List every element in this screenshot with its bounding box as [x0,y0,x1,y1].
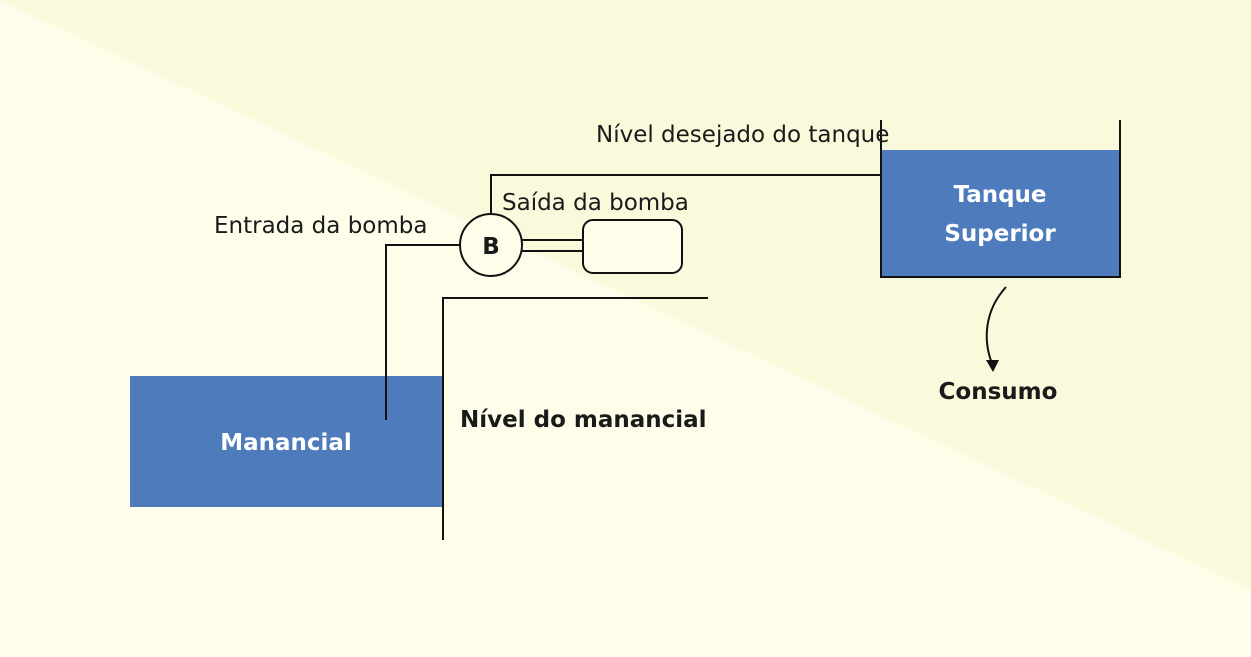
source-water [130,376,443,507]
background-stripe [0,0,1251,590]
pump-inlet-label: Entrada da bomba [214,213,427,239]
pump-outlet-pipe [490,174,881,214]
upper-tank-water [881,150,1120,277]
pump-outlet-label: Saída da bomba [502,190,689,216]
consumption-label: Consumo [939,379,1058,405]
pump: B [459,213,523,277]
upper-tank-level-label: Nível desejado do tanque [596,122,889,148]
upper-tank: Tanque Superior [880,120,1121,278]
consumption-arrow-head [986,360,999,372]
consumption-arrow-curve [985,286,1007,367]
source-level-label: Nível do manancial [460,407,707,433]
upper-tank-label-line2: Superior [944,221,1056,247]
upper-tank-label-line1: Tanque [953,182,1046,208]
pump-inlet-pipe [385,244,460,420]
upper-tank-walls [880,120,1121,278]
motor-icon [582,219,683,274]
curved-arrow-down-icon [985,286,1007,372]
source-label: Manancial [220,430,352,456]
source-level-line [442,297,708,540]
pump-symbol: B [482,234,500,260]
source-reservoir: Manancial [130,376,443,507]
